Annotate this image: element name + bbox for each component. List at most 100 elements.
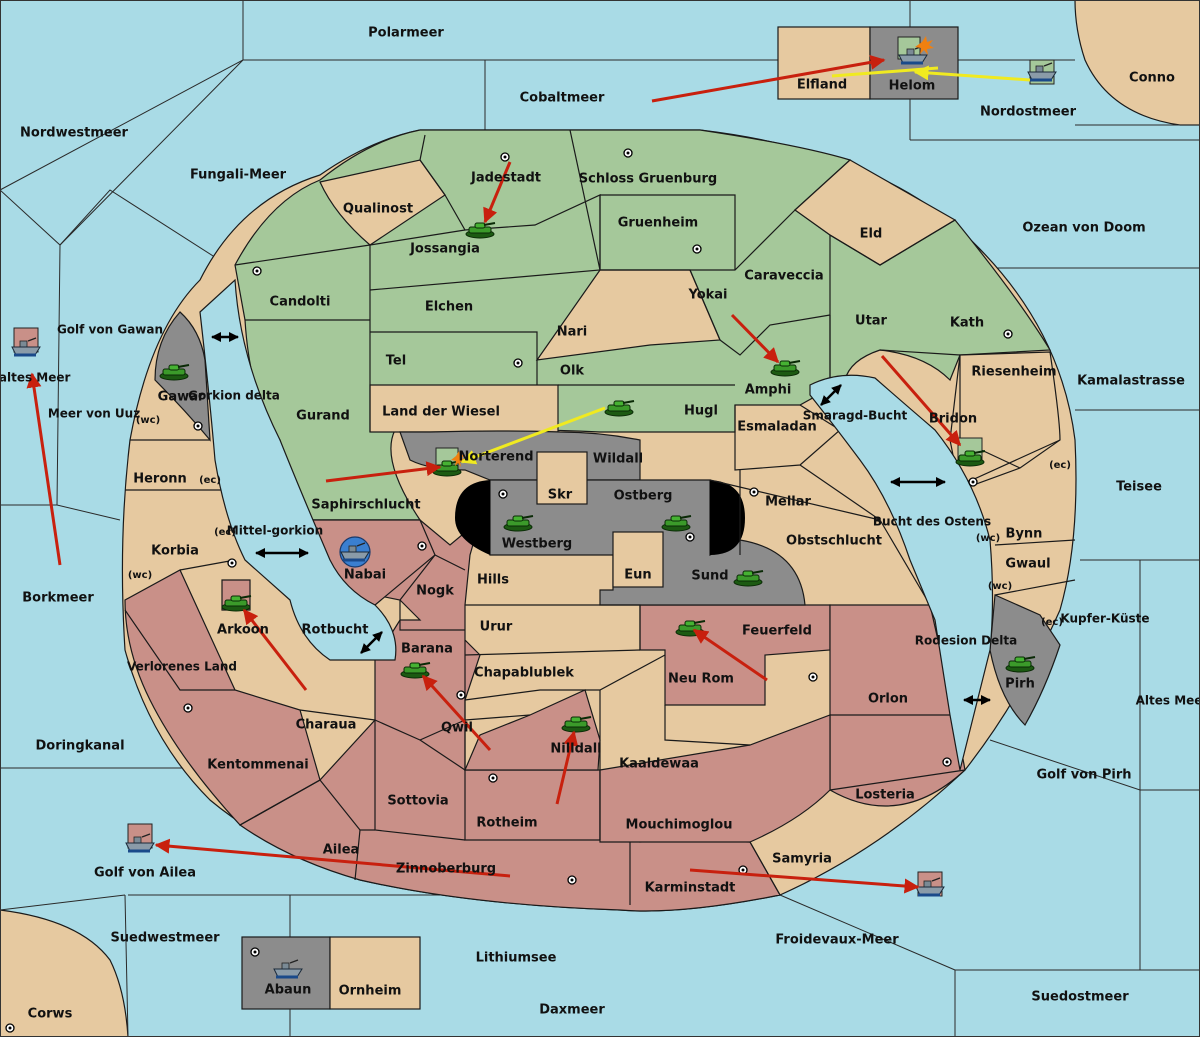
- sea-polarmeer: Polarmeer: [368, 26, 444, 41]
- label-ostberg: Ostberg: [614, 489, 673, 504]
- sea-golf-ailea: Golf von Ailea: [94, 866, 196, 881]
- label-neu-rom: Neu Rom: [668, 672, 734, 687]
- label-tel: Tel: [386, 354, 406, 369]
- label-wildall: Wildall: [593, 452, 643, 467]
- label-bynn: Bynn: [1006, 527, 1043, 542]
- sea-rotbucht: Rotbucht: [302, 623, 369, 638]
- sea-fungali: Fungali-Meer: [190, 168, 287, 183]
- units: [10, 36, 1058, 979]
- label-ailea: Ailea: [323, 843, 360, 858]
- label-zinnoberburg: Zinnoberburg: [396, 862, 496, 877]
- svg-text:(ec): (ec): [214, 527, 236, 538]
- sea-labels: Polarmeer Cobaltmeer Nordostmeer Conno N…: [0, 26, 1200, 1022]
- sea-bucht-ostens: Bucht des Ostens: [873, 515, 991, 529]
- label-norterend: Norterend: [458, 450, 533, 465]
- sea-gorkion-inner[interactable]: [199, 278, 397, 661]
- sea-golf-gawan: Golf von Gawan: [57, 323, 163, 337]
- sea-kamalastrasse: Kamalastrasse: [1077, 374, 1185, 389]
- label-land-wiesel: Land der Wiesel: [382, 405, 500, 420]
- label-chapablublek: Chapablublek: [474, 666, 574, 681]
- label-mouchimoglou: Mouchimoglou: [626, 818, 733, 833]
- label-riesenheim: Riesenheim: [971, 365, 1056, 380]
- province-conno-land[interactable]: [1074, 0, 1200, 126]
- label-jadestadt: Jadestadt: [470, 171, 541, 186]
- province-elfland-area[interactable]: [777, 26, 871, 100]
- label-charaua: Charaua: [296, 718, 357, 733]
- province-ornheim-area[interactable]: [329, 936, 421, 1010]
- label-gawar: Gawar: [158, 390, 205, 405]
- label-sund: Sund: [691, 569, 728, 584]
- label-nabai: Nabai: [344, 568, 386, 583]
- label-kentommenai: Kentommenai: [207, 758, 308, 773]
- label-hills: Hills: [477, 573, 509, 588]
- label-barana: Barana: [401, 642, 453, 657]
- sea-bucht-ostens[interactable]: [809, 374, 994, 771]
- label-elfland: Elfland: [797, 78, 847, 93]
- continent: [121, 129, 1077, 912]
- sea-nordostmeer: Nordostmeer: [980, 105, 1077, 120]
- label-eun: Eun: [624, 568, 651, 583]
- sea-golf-pirh: Golf von Pirh: [1036, 768, 1131, 783]
- label-olk: Olk: [560, 364, 585, 379]
- sea-gorkion-delta: Gorkion delta: [188, 389, 280, 403]
- province-eun-area[interactable]: [612, 531, 664, 588]
- label-saphirschlucht: Saphirschlucht: [311, 498, 420, 513]
- label-elchen: Elchen: [425, 300, 473, 315]
- label-nari: Nari: [557, 325, 588, 340]
- province-labels: Elfland Helom Jadestadt Schloss Gruenbur…: [127, 78, 1057, 999]
- label-eld: Eld: [860, 227, 883, 242]
- label-karminstadt: Karminstadt: [645, 881, 736, 896]
- label-kaaldewaa: Kaaldewaa: [619, 757, 699, 772]
- label-sottovia: Sottovia: [387, 794, 448, 809]
- label-samyria: Samyria: [772, 852, 832, 867]
- label-westberg: Westberg: [502, 537, 572, 552]
- label-urur: Urur: [480, 620, 513, 635]
- province-skr-area[interactable]: [536, 451, 588, 505]
- svg-text:(ec): (ec): [199, 475, 221, 486]
- label-caraveccia: Caraveccia: [744, 269, 823, 284]
- label-gruenheim: Gruenheim: [618, 216, 698, 231]
- label-mellar: Mellar: [765, 495, 811, 510]
- label-bridon: Bridon: [929, 412, 977, 427]
- label-qwil: Qwil: [441, 721, 473, 736]
- label-skr: Skr: [548, 488, 573, 503]
- sea-lithiumsee: Lithiumsee: [476, 951, 557, 966]
- label-candolti: Candolti: [270, 295, 331, 310]
- label-ornheim: Ornheim: [339, 984, 402, 999]
- label-jossangia: Jossangia: [409, 242, 480, 257]
- sea-kaltes: Kaltes Meer: [0, 371, 71, 385]
- sea-froidevaux: Froidevaux-Meer: [775, 933, 899, 948]
- sea-suedwestmeer: Suedwestmeer: [110, 931, 220, 946]
- label-hugl: Hugl: [684, 404, 718, 419]
- sea-smaragd: Smaragd-Bucht: [803, 409, 908, 423]
- label-losteria: Losteria: [855, 788, 915, 803]
- province-corws-land[interactable]: [0, 909, 129, 1037]
- label-feuerfeld: Feuerfeld: [742, 624, 812, 639]
- sea-rodesion: Rodesion Delta: [915, 634, 1017, 648]
- label-orlon: Orlon: [868, 692, 908, 707]
- sea-teisee: Teisee: [1116, 480, 1162, 495]
- sea-conno: Conno: [1129, 71, 1175, 86]
- svg-text:(ec): (ec): [1049, 460, 1071, 471]
- svg-text:(ec): (ec): [1041, 617, 1063, 628]
- sea-nordwestmeer: Nordwestmeer: [20, 126, 128, 141]
- sea-doringkanal: Doringkanal: [35, 739, 124, 754]
- sea-ozean: Ozean von Doom: [1022, 221, 1145, 236]
- sea-daxmeer: Daxmeer: [539, 1003, 605, 1018]
- label-amphi: Amphi: [745, 383, 792, 398]
- sea-altes: Altes Meer: [1136, 694, 1200, 708]
- label-utar: Utar: [855, 314, 888, 329]
- orders: [26, 54, 1031, 894]
- label-korbia: Korbia: [151, 544, 199, 559]
- label-yokai: Yokai: [687, 288, 727, 303]
- sea-suedostmeer: Suedostmeer: [1031, 990, 1129, 1005]
- svg-text:(wc): (wc): [136, 415, 160, 426]
- sea-corws: Corws: [28, 1007, 73, 1022]
- label-schloss: Schloss Gruenburg: [579, 172, 717, 187]
- svg-text:(wc): (wc): [976, 533, 1000, 544]
- sea-meer-uuz: Meer von Uuz: [48, 407, 140, 421]
- svg-text:(wc): (wc): [128, 570, 152, 581]
- label-gwaul: Gwaul: [1005, 557, 1050, 572]
- label-helom: Helom: [889, 79, 936, 94]
- label-qualinost: Qualinost: [343, 202, 413, 217]
